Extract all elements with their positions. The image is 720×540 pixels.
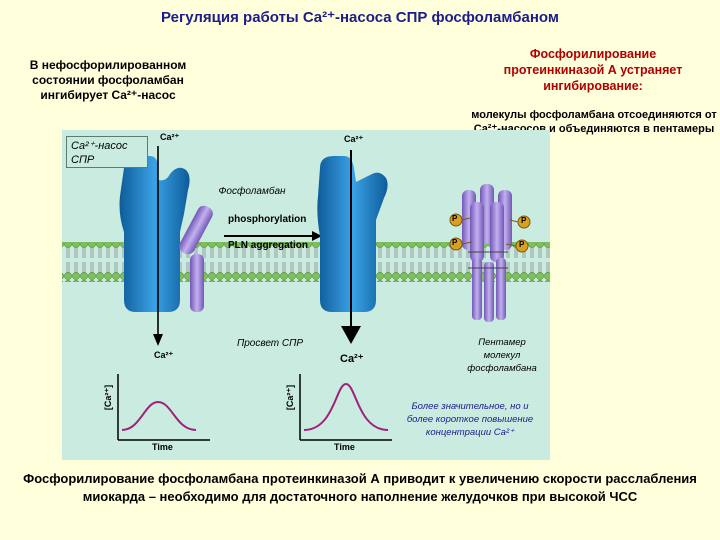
phospholamban-label: Фосфоламбан [208,184,296,200]
note-label: Более значительное, но и более короткое … [404,398,536,456]
p-label-2: P [521,216,527,225]
pump-label: Ca²⁺-насос СПР [66,136,148,168]
ca-pump-left [119,156,190,312]
ca-arrow-left [153,146,163,346]
graph-left-xlabel: Time [152,442,173,452]
lumen-label: Просвет СПР [230,336,310,351]
phosphorylation-arrow [224,231,322,241]
ca-label-bottom-left: Ca²⁺ [154,350,174,360]
phosphorylation-label: phosphorylation [228,214,307,225]
pln-pentamer [462,184,512,322]
graph-left-ylabel: [Ca²⁺] [103,384,114,411]
p-label-4: P [519,240,525,249]
phospholamban-monomer [179,205,213,312]
graph-middle [299,374,392,441]
p-label-3: P [452,238,458,247]
right-caption: Фосфорилирование протеинкиназой А устран… [503,47,683,93]
phosphate-groups [449,213,531,253]
graph-left [117,374,210,441]
ca-arrow-middle [341,150,361,344]
graph-middle-xlabel: Time [334,442,355,452]
ca-pump-middle [317,156,388,312]
left-caption: В нефосфорилированном состоянии фосфолам… [29,58,187,102]
p-label-1: P [452,214,458,223]
pln-aggregation-label: PLN aggregation [228,240,309,251]
bottom-caption: Фосфорилирование фосфоламбана протеинкин… [23,471,697,504]
ca-label-top-middle: Ca²⁺ [344,134,364,144]
graph-middle-ylabel: [Ca²⁺] [285,384,296,411]
ca-label-top-left: Ca²⁺ [160,132,180,142]
pentamer-label: Пентамер молекул фосфоламбана [462,334,542,376]
page-title: Регуляция работы Ca²⁺-насоса СПР фосфола… [161,9,559,26]
ca-label-bottom-middle: Ca²⁺ [340,353,364,365]
